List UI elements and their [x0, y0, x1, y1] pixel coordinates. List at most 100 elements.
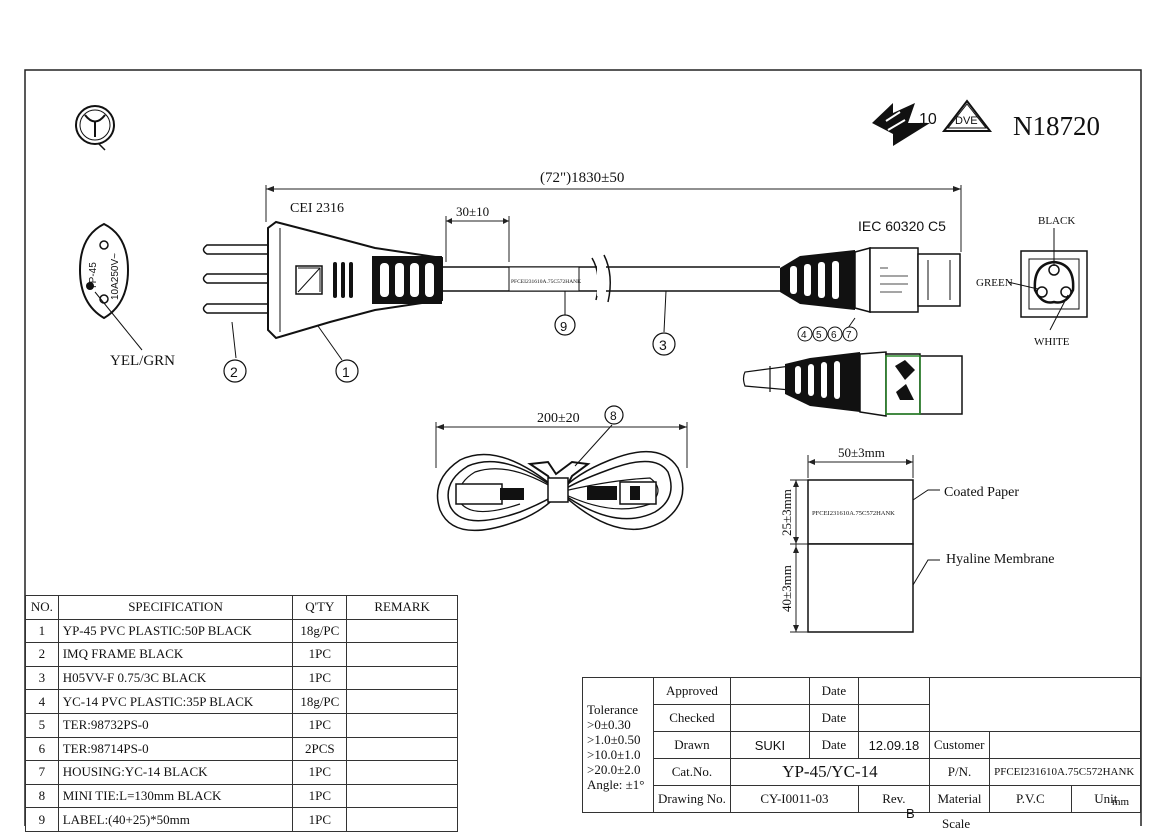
material-label: Material	[928, 785, 991, 813]
label-height-bottom-dimension: 40±3mm	[779, 565, 794, 612]
rev-label: Rev.	[857, 785, 930, 813]
customer-value	[989, 731, 1141, 759]
cat-no-value: YP-45/YC-14	[729, 758, 930, 786]
svg-text:1: 1	[342, 364, 350, 380]
imq-logo-icon	[75, 105, 115, 151]
bom-remark	[346, 618, 458, 644]
bom-spec: H05VV-F 0.75/3C BLACK	[57, 665, 294, 691]
callout-3: 3	[652, 332, 676, 356]
material-value: P.V.C	[989, 785, 1072, 813]
checked-value	[729, 704, 810, 732]
label-marking-text: PFCEI231610A.75C572HANK	[812, 510, 895, 517]
bom-header-qty: Q'TY	[292, 595, 348, 620]
svg-text:2: 2	[230, 364, 238, 380]
bom-qty: 18g/PC	[292, 618, 348, 644]
bom-remark	[346, 760, 458, 785]
total-length-dimension: (72")1830±50	[540, 170, 624, 186]
callout-1: 1	[335, 359, 359, 383]
bom-header-remark: REMARK	[346, 595, 458, 620]
bom-spec: YP-45 PVC PLASTIC:50P BLACK	[57, 618, 294, 644]
customer-label: Customer	[928, 731, 991, 759]
unit-label: Unit	[1070, 785, 1142, 813]
cable	[442, 254, 780, 303]
approved-date-value	[857, 677, 930, 705]
drawn-date-value: 12.09.18	[857, 731, 930, 759]
wire-white-label: WHITE	[1034, 336, 1070, 348]
checked-date-label: Date	[808, 704, 859, 732]
checked-label: Checked	[653, 704, 731, 732]
bom-qty: 18g/PC	[292, 689, 348, 714]
plug-standard-label: CEI 2316	[290, 201, 344, 216]
bom-remark	[346, 665, 458, 691]
bom-remark	[346, 807, 458, 832]
svg-text:3: 3	[659, 337, 667, 353]
callout-7: 7	[842, 326, 858, 342]
svg-text:4: 4	[801, 330, 807, 341]
coated-paper-label: Coated Paper	[944, 485, 1019, 500]
c5-connector	[780, 247, 961, 313]
svg-text:9: 9	[560, 319, 567, 334]
tolerance-line: Angle: ±1°	[587, 777, 645, 792]
plug-body	[267, 220, 443, 340]
coil-length-dimension: 200±20	[537, 411, 580, 426]
bom-spec: IMQ FRAME BLACK	[57, 642, 294, 667]
connector-standard-label: IEC 60320 C5	[858, 218, 946, 234]
bom-qty: 1PC	[292, 712, 348, 738]
bom-remark	[346, 689, 458, 714]
bom-no: 7	[25, 760, 59, 785]
drawing-no-value: CY-I0011-03	[729, 785, 859, 813]
bom-no: 3	[25, 665, 59, 691]
bom-qty: 1PC	[292, 642, 348, 667]
tolerance-line: >10.0±1.0	[587, 747, 641, 762]
coiled-cable	[435, 422, 688, 532]
callout-4: 4	[797, 326, 813, 342]
approved-value	[729, 677, 810, 705]
bom-remark	[346, 712, 458, 738]
bom-no: 1	[25, 618, 59, 644]
ce-mark-icon	[872, 103, 930, 146]
drawing-no-label: Drawing No.	[653, 785, 731, 813]
tolerance-line: >1.0±0.50	[587, 732, 641, 747]
bom-header-no: NO.	[25, 595, 59, 620]
svg-text:8: 8	[610, 409, 617, 423]
plug-face-text-2: 10A250V~	[110, 253, 121, 300]
cat-no-label: Cat.No.	[653, 758, 731, 786]
bom-remark	[346, 642, 458, 667]
bom-spec: LABEL:(40+25)*50mm	[57, 807, 294, 832]
svg-text:5: 5	[816, 330, 822, 341]
c5-connector-photo	[742, 351, 963, 417]
bom-spec: MINI TIE:L=130mm BLACK	[57, 783, 294, 809]
callout-6: 6	[827, 326, 843, 342]
callout-8: 8	[604, 405, 624, 425]
bom-no: 9	[25, 807, 59, 832]
bom-no: 2	[25, 642, 59, 667]
checked-date-value	[857, 704, 930, 732]
vde-mark-text: DVE	[955, 115, 978, 127]
drawn-date-label: Date	[808, 731, 859, 759]
bom-spec: TER:98732PS-0	[57, 712, 294, 738]
bom-qty: 1PC	[292, 665, 348, 691]
label-detail	[790, 455, 940, 633]
sheet-border	[24, 69, 1142, 826]
hyaline-membrane-label: Hyaline Membrane	[946, 552, 1054, 567]
vde-mark-icon	[941, 99, 993, 132]
svg-text:6: 6	[831, 330, 837, 341]
drawn-value: SUKI	[729, 731, 810, 759]
scale-label: Scale	[942, 816, 971, 831]
bom-remark	[346, 736, 458, 762]
bom-no: 4	[25, 689, 59, 714]
bom-spec: YC-14 PVC PLASTIC:35P BLACK	[57, 689, 294, 714]
bom-spec: HOUSING:YC-14 BLACK	[57, 760, 294, 785]
callout-9: 9	[554, 314, 576, 336]
customer-logo-area	[928, 677, 1142, 732]
drawn-label: Drawn	[653, 731, 731, 759]
wire-black-label: BLACK	[1038, 215, 1075, 227]
svg-text:7: 7	[846, 330, 852, 341]
